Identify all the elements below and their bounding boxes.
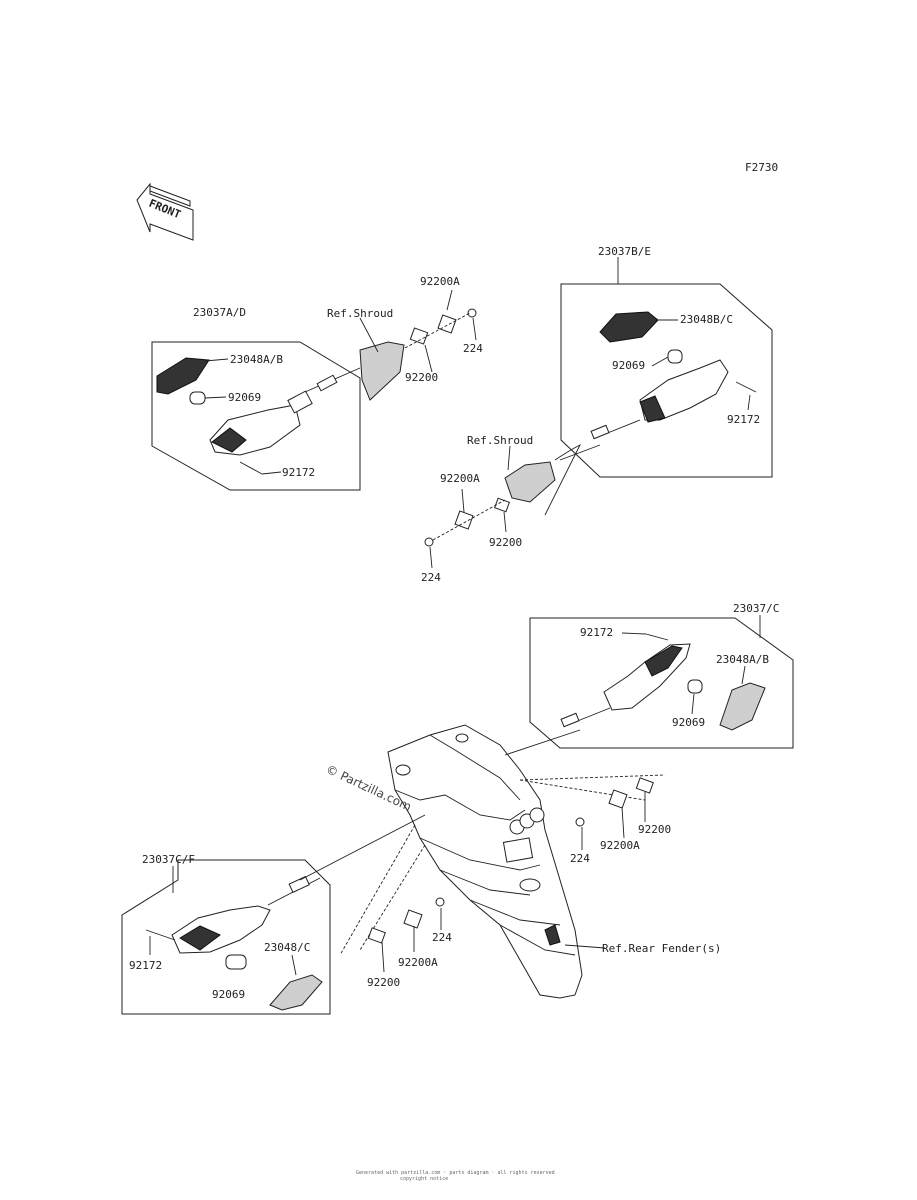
screw-92172-icon (735, 381, 757, 393)
part-label-92200A: 92200A (600, 839, 640, 852)
rear-fender-assembly (387, 724, 606, 999)
part-label-92069: 92069 (228, 391, 261, 404)
part-label-23048AB: 23048A/B (716, 653, 769, 666)
part-label-ref-shroud: Ref.Shroud (467, 434, 533, 447)
bulb-92069-icon (225, 954, 247, 970)
part-label-92200A: 92200A (398, 956, 438, 969)
part-label-92200: 92200 (367, 976, 400, 989)
washer-92200-icon (409, 327, 429, 345)
nut-224-icon (435, 897, 445, 907)
nut-224-icon (575, 817, 585, 827)
screw-92172-icon (239, 461, 263, 475)
part-label-92200: 92200 (638, 823, 671, 836)
footer-notice: copyright notice (400, 1176, 448, 1182)
rear-fender-icon (387, 724, 583, 999)
part-label-92172: 92172 (580, 626, 613, 639)
part-label-92200: 92200 (489, 536, 522, 549)
turn-signal-rear-right-group (529, 615, 794, 749)
part-label-92200A: 92200A (440, 472, 480, 485)
clip-92200A-icon (454, 510, 474, 530)
part-label-ref-shroud: Ref.Shroud (327, 307, 393, 320)
lens-23048AB-icon (156, 357, 210, 395)
part-label-23037C: 23037/C (733, 602, 779, 615)
shroud-bracket-icon (359, 341, 405, 401)
washer-92200-icon (367, 927, 386, 944)
lens-23048C-icon (269, 974, 323, 1011)
part-label-224: 224 (570, 852, 590, 865)
part-label-23048AB: 23048A/B (230, 353, 283, 366)
clip-92200A-icon (608, 789, 628, 809)
clip-92200A-icon (403, 909, 423, 929)
footer-copyright: Generated with partzilla.com · parts dia… (356, 1170, 555, 1176)
part-label-ref-rear-fender: Ref.Rear Fender(s) (602, 942, 721, 955)
part-label-92069: 92069 (212, 988, 245, 1001)
part-label-224: 224 (421, 571, 441, 584)
shroud-bracket-icon (504, 461, 556, 503)
part-label-224: 224 (432, 931, 452, 944)
part-label-92200: 92200 (405, 371, 438, 384)
clip-92200A-icon (437, 314, 457, 334)
front-arrow-icon: FRONT (136, 182, 194, 241)
turn-signal-front-left-group (151, 289, 477, 491)
lens-23048AB-icon (719, 682, 766, 731)
screw-92172-icon (645, 633, 669, 641)
figure-code: F2730 (745, 161, 778, 174)
part-label-92069: 92069 (612, 359, 645, 372)
group-box-23037CF (121, 859, 331, 1015)
group-box-23037AD (151, 341, 361, 491)
screw-92172-icon (145, 929, 176, 941)
fender-left-hardware (339, 824, 445, 973)
part-label-92172: 92172 (727, 413, 760, 426)
group-box-23037C (529, 617, 794, 749)
part-label-23037BE: 23037B/E (598, 245, 651, 258)
nut-224-icon (467, 308, 477, 318)
fender-right-hardware (519, 774, 666, 850)
part-label-224: 224 (463, 342, 483, 355)
part-label-92200A: 92200A (420, 275, 460, 288)
part-label-92172: 92172 (129, 959, 162, 972)
bulb-92069-icon (667, 349, 683, 364)
part-label-23037CF: 23037C/F (142, 853, 195, 866)
lens-23048BC-icon (599, 311, 659, 343)
turn-signal-rear-left-group (121, 859, 331, 1015)
bulb-92069-icon (189, 391, 206, 405)
part-label-23037AD: 23037A/D (193, 306, 246, 319)
bulb-92069-icon (687, 679, 703, 694)
nut-224-icon (424, 537, 434, 547)
group-box-23037BE (560, 283, 773, 478)
part-label-92172: 92172 (282, 466, 315, 479)
part-label-23048BC: 23048B/C (680, 313, 733, 326)
part-label-23048C: 23048/C (264, 941, 310, 954)
turn-signal-housing-icon (171, 905, 271, 954)
washer-92200-icon (635, 777, 654, 794)
part-label-92069: 92069 (672, 716, 705, 729)
turn-signal-front-right-group (424, 257, 773, 569)
